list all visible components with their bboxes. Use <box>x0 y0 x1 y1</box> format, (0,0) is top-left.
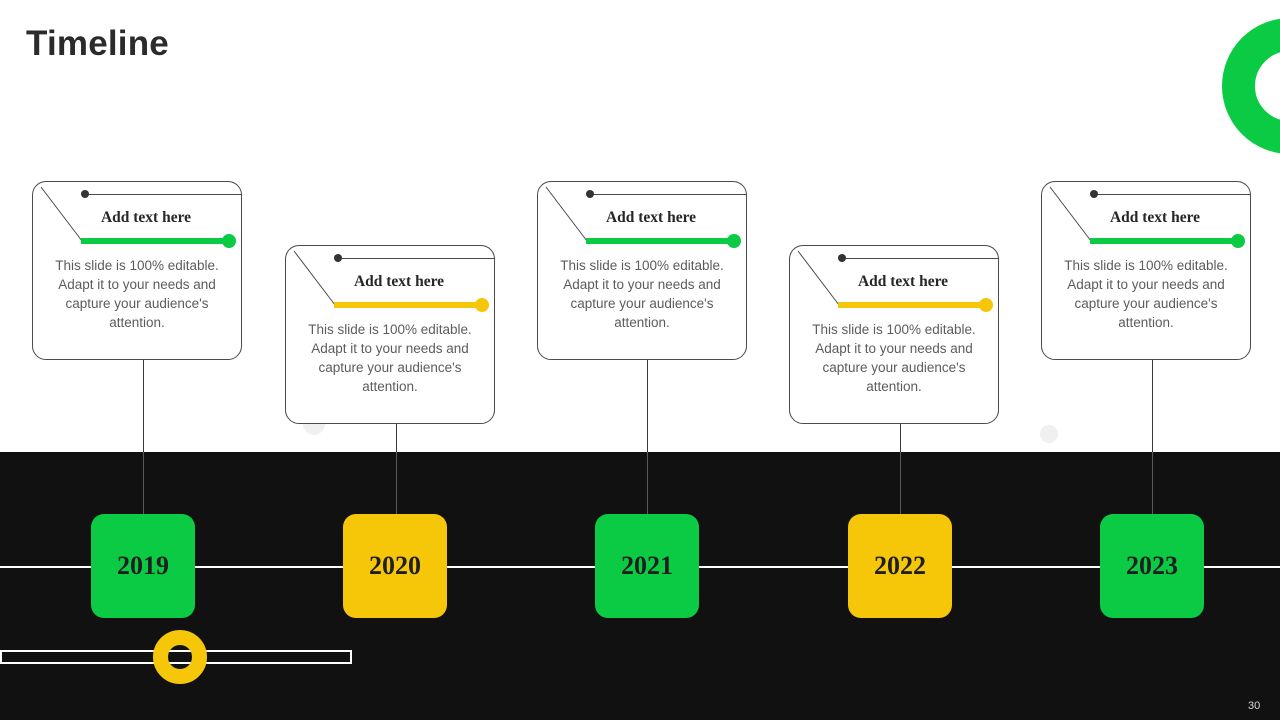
connector-stem <box>396 424 397 452</box>
card-accent-bar <box>334 302 482 308</box>
card-title: Add text here <box>605 209 697 226</box>
card-body-text: This slide is 100% editable. Adapt it to… <box>55 258 219 330</box>
card-top-rule <box>1096 194 1250 195</box>
connector-stem <box>647 360 648 452</box>
card-body-text: This slide is 100% editable. Adapt it to… <box>560 258 724 330</box>
year-box-2021[interactable]: 2021 <box>595 514 699 618</box>
card-title: Add text here <box>1109 209 1201 226</box>
year-box-2019[interactable]: 2019 <box>91 514 195 618</box>
card-title: Add text here <box>857 273 949 290</box>
connector-stem <box>396 452 397 514</box>
connector-stem <box>143 452 144 514</box>
card-title: Add text here <box>353 273 445 290</box>
page-title: Timeline <box>26 24 169 63</box>
year-box-2022[interactable]: 2022 <box>848 514 952 618</box>
card-accent-bar <box>838 302 986 308</box>
card-accent-dot-icon <box>222 234 236 248</box>
card-body-text: This slide is 100% editable. Adapt it to… <box>308 322 472 394</box>
connector-stem <box>900 424 901 452</box>
connector-stem <box>647 452 648 514</box>
year-box-2023[interactable]: 2023 <box>1100 514 1204 618</box>
card-accent-bar <box>586 238 734 244</box>
year-box-2020[interactable]: 2020 <box>343 514 447 618</box>
connector-stem <box>1152 360 1153 452</box>
card-top-dot-icon <box>586 190 594 198</box>
watermark-blob <box>1040 425 1058 443</box>
card-accent-dot-icon <box>1231 234 1245 248</box>
card-top-dot-icon <box>838 254 846 262</box>
card-body-text: This slide is 100% editable. Adapt it to… <box>1064 258 1228 330</box>
card-accent-bar <box>1090 238 1238 244</box>
card-title: Add text here <box>100 209 192 226</box>
progress-knob-icon[interactable] <box>153 630 207 684</box>
card-top-rule <box>340 258 494 259</box>
page-number: 30 <box>1248 700 1261 712</box>
card-top-rule <box>844 258 998 259</box>
card-top-rule <box>592 194 746 195</box>
decorative-ring-icon <box>1222 18 1280 154</box>
card-top-dot-icon <box>81 190 89 198</box>
card-top-dot-icon <box>1090 190 1098 198</box>
card-body-text: This slide is 100% editable. Adapt it to… <box>812 322 976 394</box>
connector-stem <box>1152 452 1153 514</box>
card-top-dot-icon <box>334 254 342 262</box>
card-accent-dot-icon <box>979 298 993 312</box>
card-accent-bar <box>81 238 229 244</box>
connector-stem <box>143 360 144 452</box>
connector-stem <box>900 452 901 514</box>
card-accent-dot-icon <box>475 298 489 312</box>
card-top-rule <box>87 194 241 195</box>
card-accent-dot-icon <box>727 234 741 248</box>
